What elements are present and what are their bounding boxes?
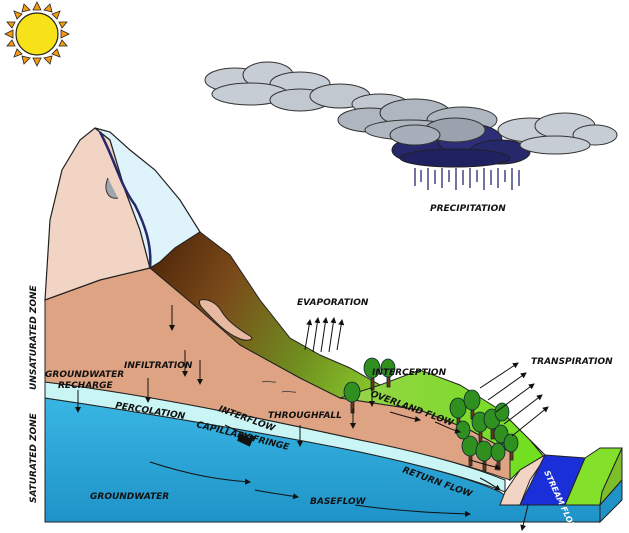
label-groundwater: GROUNDWATER [90,492,169,502]
label-transpiration: TRANSPIRATION [531,357,613,367]
rain-cloud-icon [389,117,531,168]
rock-patch [199,299,253,341]
rain-lines [414,168,520,190]
slope-texture [261,380,297,393]
sun-icon [4,1,70,67]
label-precipitation: PRECIPITATION [430,204,506,214]
transpiration-arrows [479,362,549,437]
label-throughfall: THROUGHFALL [268,411,342,421]
evaporation-arrows [304,317,345,353]
label-infiltration: INFILTRATION [124,361,193,371]
cloud-light-right [497,112,618,155]
interflow-arrowhead [236,433,254,447]
label-groundwater-recharge-line2: RECHARGE [58,381,113,391]
label-groundwater-recharge-line1: GROUNDWATER [45,370,124,380]
label-baseflow: BASEFLOW [310,497,367,507]
forest-slope [149,231,421,411]
label-evaporation: EVAPORATION [297,298,369,308]
block-right-face-water [599,478,623,524]
throughfall-arrows [350,388,375,429]
cloud-light-middle [269,83,409,115]
mountain-ridge-line [98,131,152,269]
label-unsaturated-zone: UNSATURATED ZONE [29,284,39,390]
flow-arrows [149,411,529,531]
tree-cluster-icon [343,357,519,472]
label-saturated-zone: SATURATED ZONE [29,412,39,503]
label-interception: INTERCEPTION [372,368,447,378]
rock-outcrop [105,177,119,199]
infiltration-arrows [75,305,303,447]
